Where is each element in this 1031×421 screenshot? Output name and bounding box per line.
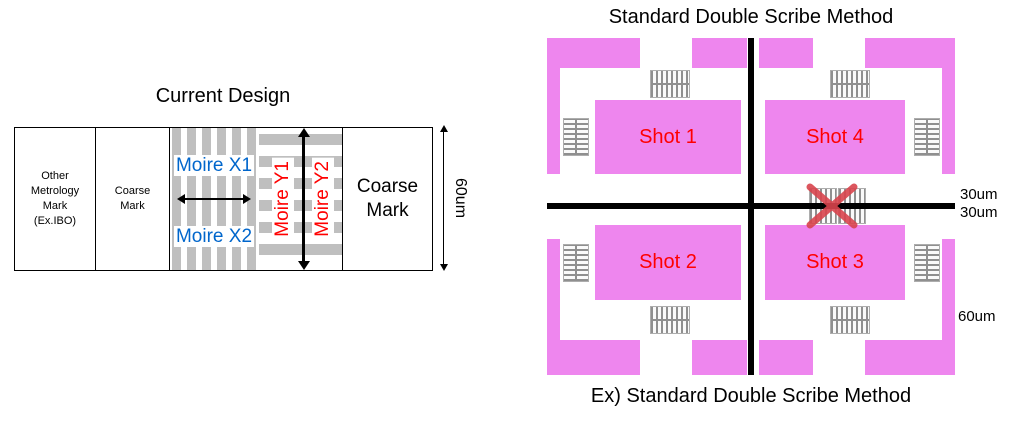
- die-strip: [547, 68, 560, 174]
- shot2-block: Shot 2: [595, 225, 741, 300]
- scribe-diagram: Shot 1 Shot 4 Shot 2 Shot 3: [547, 38, 955, 375]
- current-design-figure: Current Design Other Metrology Mark (Ex.…: [14, 85, 484, 305]
- die-strip: [942, 239, 955, 340]
- die-strip: [759, 38, 813, 68]
- moire-y2-text: Moire Y2: [312, 158, 334, 240]
- moire-x1-text: Moire X1: [173, 155, 255, 176]
- coarse-mark-box-small: Coarse Mark: [96, 128, 170, 270]
- dim-30um-lower: 30um: [960, 204, 998, 221]
- dim-30um-upper: 30um: [960, 186, 998, 203]
- coarse-mark-box-large: Coarse Mark: [342, 128, 432, 270]
- alignment-mark: [830, 70, 870, 98]
- coarse-mark-line: Coarse: [114, 185, 151, 197]
- die-strip: [692, 340, 747, 375]
- other-metrology-line: (Ex.IBO): [33, 215, 77, 227]
- coarse-mark-line: Coarse: [356, 176, 419, 197]
- die-strip: [942, 68, 955, 174]
- alignment-mark: [563, 118, 589, 156]
- right-figure-caption: Ex) Standard Double Scribe Method: [590, 385, 912, 407]
- die-strip: [692, 38, 747, 68]
- red-cross-icon: [806, 183, 858, 229]
- shot1-block: Shot 1: [595, 100, 741, 174]
- moire-y1-text: Moire Y1: [272, 158, 294, 240]
- moire-x2-label: Moire X2: [169, 226, 259, 248]
- alignment-mark: [650, 306, 690, 334]
- alignment-mark: [914, 244, 940, 282]
- alignment-mark: [563, 244, 589, 282]
- coarse-mark-line: Mark: [120, 200, 145, 212]
- alignment-mark: [914, 118, 940, 156]
- mark-layout-box: Other Metrology Mark (Ex.IBO) Coarse Mar…: [14, 127, 433, 271]
- double-scribe-figure: Standard Double Scribe Method Shot 1 Sho…: [547, 6, 1031, 421]
- die-strip: [547, 340, 640, 375]
- alignment-mark: [650, 70, 690, 98]
- moire-y-measure-arrow: [297, 128, 310, 270]
- horizontal-scribe-line: [547, 203, 955, 209]
- alignment-mark: [830, 306, 870, 334]
- other-metrology-box: Other Metrology Mark (Ex.IBO): [15, 128, 96, 270]
- shot2-label: Shot 2: [639, 251, 697, 273]
- moire-x-measure-arrow: [177, 194, 251, 204]
- shot3-label: Shot 3: [806, 251, 864, 273]
- shot3-block: Shot 3: [765, 225, 905, 300]
- height-dimension-arrow: [439, 125, 448, 271]
- die-strip: [547, 38, 640, 68]
- die-strip: [865, 38, 955, 68]
- height-dimension-label: 60um: [451, 127, 469, 269]
- die-strip: [759, 340, 813, 375]
- dim-60um-bottom: 60um: [958, 308, 996, 325]
- moire-x1-label: Moire X1: [169, 155, 259, 177]
- height-dimension-text: 60um: [452, 177, 469, 219]
- moire-y1-label: Moire Y1: [272, 128, 294, 270]
- shot4-label: Shot 4: [806, 125, 864, 148]
- other-metrology-line: Metrology: [30, 185, 80, 197]
- shot4-block: Shot 4: [765, 100, 905, 174]
- other-metrology-line: Other: [41, 170, 69, 182]
- moire-x2-text: Moire X2: [173, 226, 255, 247]
- die-strip: [865, 340, 955, 375]
- other-metrology-line: Mark: [42, 200, 68, 212]
- moire-y2-label: Moire Y2: [312, 128, 334, 270]
- die-strip: [547, 239, 560, 340]
- shot1-label: Shot 1: [639, 125, 697, 148]
- right-figure-title: Standard Double Scribe Method: [608, 6, 894, 28]
- left-figure-title: Current Design: [155, 85, 291, 107]
- coarse-mark-line: Mark: [366, 200, 409, 221]
